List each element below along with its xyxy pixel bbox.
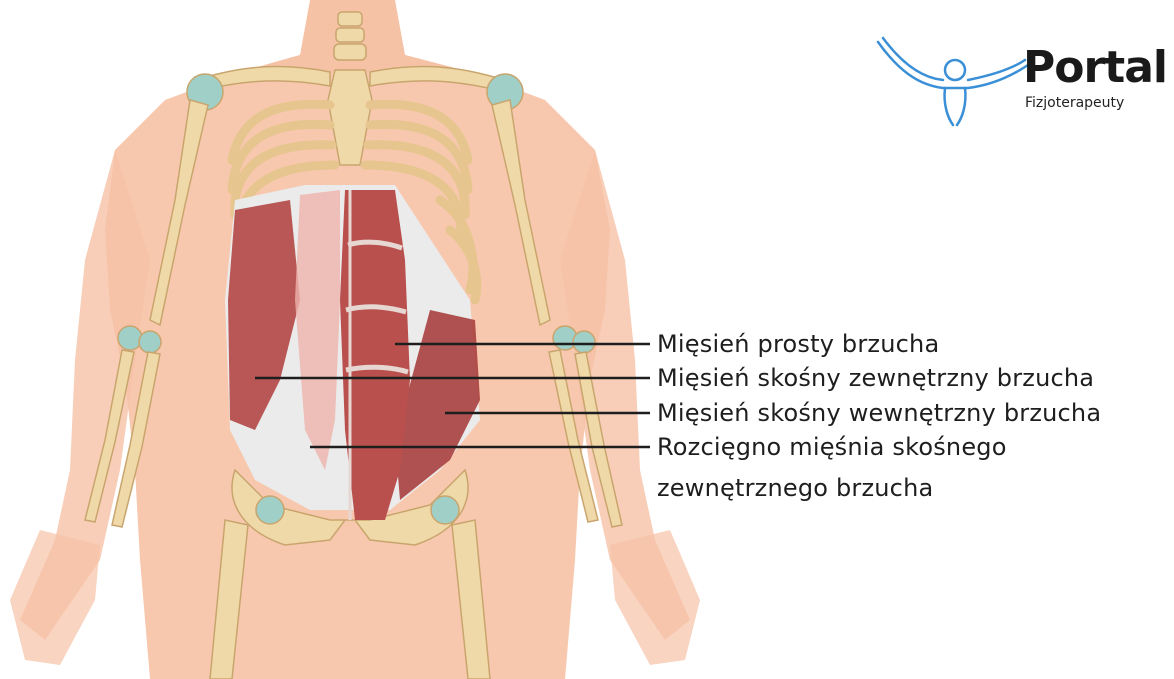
- label-internal-oblique: Mięsień skośny wewnętrzny brzucha: [657, 399, 1101, 427]
- label-external-oblique: Mięsień skośny zewnętrzny brzucha: [657, 364, 1094, 392]
- logo-title: Portal: [1023, 46, 1167, 90]
- logo-subtitle: Fizjoterapeuty: [1025, 96, 1124, 110]
- label-aponeurosis-line2: zewnętrznego brzucha: [657, 474, 933, 502]
- label-aponeurosis-line1: Rozcięgno mięśnia skośnego: [657, 433, 1007, 461]
- label-rectus-abdominis: Mięsień prosty brzucha: [657, 330, 939, 358]
